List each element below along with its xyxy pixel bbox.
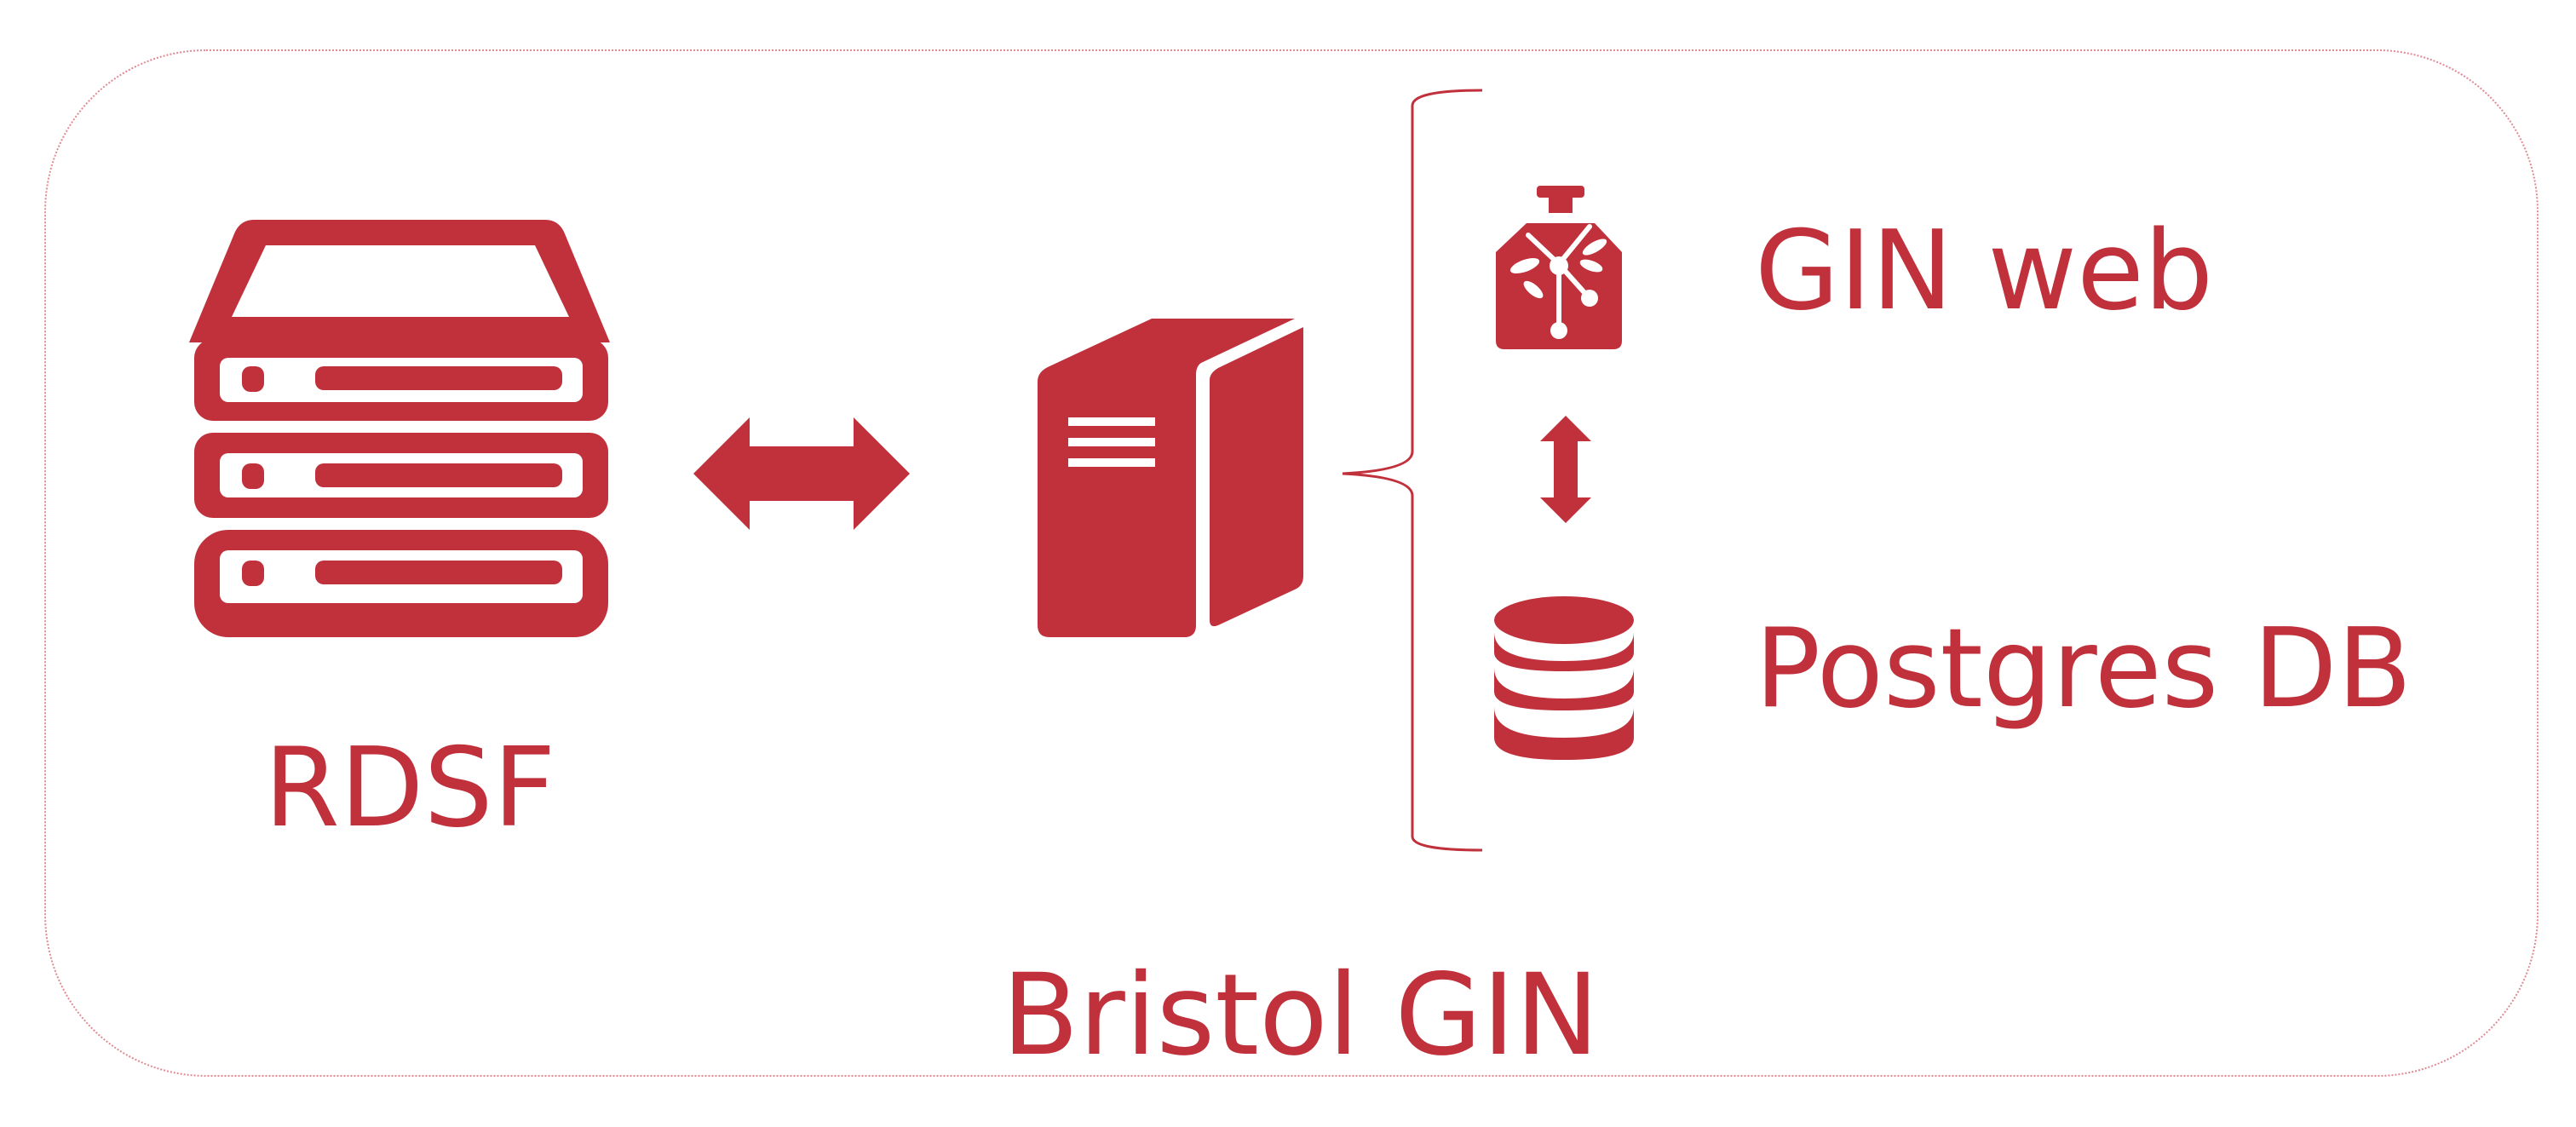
gin-logo-icon bbox=[1496, 186, 1622, 349]
bristol-gin-title: Bristol GIN bbox=[1002, 950, 1600, 1081]
rdsf-label: RDSF bbox=[264, 725, 556, 852]
bristol-gin-frame bbox=[44, 49, 2539, 1077]
gin-web-label: GIN web bbox=[1755, 208, 2214, 335]
postgres-db-label: Postgres DB bbox=[1755, 606, 2412, 733]
server-tower-icon bbox=[1038, 319, 1303, 637]
database-icon bbox=[1494, 596, 1634, 760]
server-stack-icon bbox=[189, 220, 610, 637]
gin-postgres-double-arrow bbox=[1540, 416, 1591, 523]
group-brace bbox=[1342, 89, 1483, 852]
rdsf-server-double-arrow bbox=[693, 417, 910, 530]
